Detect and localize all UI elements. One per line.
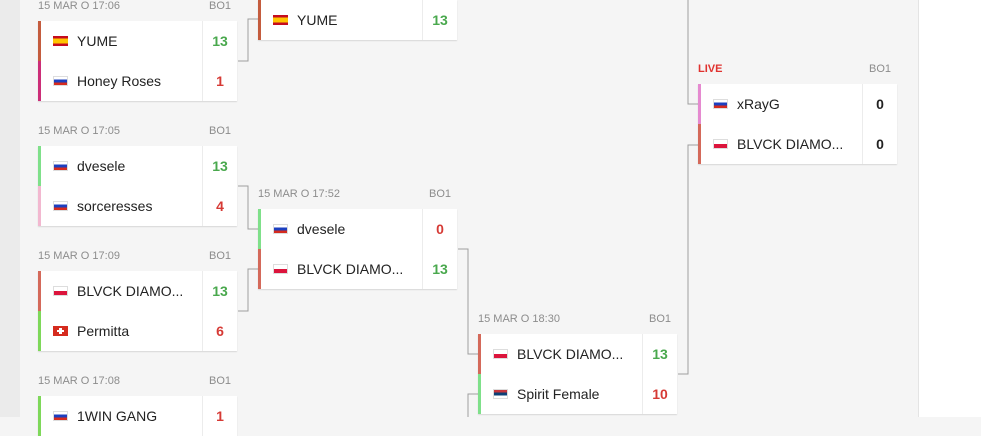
team-score: 1 [202,61,237,101]
team-name: YUME [77,33,118,49]
match-format: BO1 [428,188,451,200]
match-time: 15 MAR O 18:30 [478,313,560,325]
russia-flag-icon [53,201,68,211]
team-score: 13 [202,271,237,311]
team-row[interactable]: BLVCK DIAMO... 13 [478,334,677,374]
russia-flag-icon [273,224,288,234]
team-color-bar [478,374,481,414]
team-color-bar [38,61,41,101]
team-color-bar [478,334,481,374]
team-row[interactable]: sorceresses 4 [38,186,237,226]
team-name: sorceresses [77,198,153,214]
left-sidebar-strip [0,0,20,417]
team-row[interactable]: YUME 13 [38,21,237,61]
match-format: BO1 [208,250,231,262]
team-row[interactable]: Permitta 6 [38,311,237,351]
match-header: 15 MAR O 17:05 BO1 [38,125,231,137]
team-row[interactable]: dvesele 0 [258,209,457,249]
team-row[interactable]: xRayG 0 [698,84,897,124]
team-color-bar [698,124,701,164]
team-row[interactable]: BLVCK DIAMO... 13 [38,271,237,311]
team-name: BLVCK DIAMO... [517,346,624,362]
team-name: xRayG [737,96,780,112]
team-color-bar [698,84,701,124]
team-color-bar [38,186,41,226]
team-name: Spirit Female [517,386,600,402]
match-format: BO1 [868,63,891,75]
team-name: Honey Roses [77,73,162,89]
serbia-flag-icon [493,389,508,399]
right-panel [918,0,981,417]
match-time: 15 MAR O 17:05 [38,125,120,137]
team-row[interactable]: dvesele 13 [38,146,237,186]
poland-flag-icon [53,286,68,296]
team-color-bar [258,209,261,249]
team-score: 6 [202,311,237,351]
team-name: BLVCK DIAMO... [737,136,844,152]
poland-flag-icon [273,264,288,274]
switzerland-flag-icon [53,326,68,336]
match-header: 15 MAR O 17:08 BO1 [38,375,231,387]
match-header: 15 MAR O 17:09 BO1 [38,250,231,262]
match-header: LIVE BO1 [698,63,891,75]
team-name: BLVCK DIAMO... [77,283,184,299]
team-row[interactable]: Honey Roses 1 [38,61,237,101]
team-score: 1 [202,396,237,436]
match-format: BO1 [208,125,231,137]
team-color-bar [38,146,41,186]
team-name: 1WIN GANG [77,408,158,424]
match-time: 15 MAR O 17:08 [38,375,120,387]
match-header: 15 MAR O 18:30 BO1 [478,313,671,325]
team-color-bar [258,249,261,289]
russia-flag-icon [53,411,68,421]
team-score: 0 [862,84,897,124]
team-row[interactable]: BLVCK DIAMO... 0 [698,124,897,164]
team-row[interactable]: BLVCK DIAMO... 13 [258,249,457,289]
match-format: BO1 [208,0,231,12]
poland-flag-icon [493,349,508,359]
team-color-bar [258,0,261,40]
team-score: 13 [202,21,237,61]
team-color-bar [38,271,41,311]
spain-flag-icon [53,36,68,46]
team-score: 0 [862,124,897,164]
team-row[interactable]: Spirit Female 10 [478,374,677,414]
team-score: 13 [642,334,677,374]
russia-flag-icon [53,76,68,86]
team-name: dvesele [297,221,346,237]
spain-flag-icon [273,15,288,25]
team-name: Permitta [77,323,130,339]
live-badge: LIVE [698,63,723,75]
team-row[interactable]: YUME 13 [258,0,457,40]
team-score: 13 [422,0,457,40]
team-score: 4 [202,186,237,226]
team-score: 13 [422,249,457,289]
poland-flag-icon [713,139,728,149]
team-color-bar [38,396,41,436]
match-time: 15 MAR O 17:09 [38,250,120,262]
team-score: 10 [642,374,677,414]
team-name: BLVCK DIAMO... [297,261,404,277]
russia-flag-icon [713,99,728,109]
russia-flag-icon [53,161,68,171]
team-color-bar [38,21,41,61]
team-row[interactable]: 1WIN GANG 1 [38,396,237,436]
team-score: 0 [422,209,457,249]
match-header: 15 MAR O 17:06 BO1 [38,0,231,12]
match-format: BO1 [648,313,671,325]
match-time: 15 MAR O 17:52 [258,188,340,200]
match-format: BO1 [208,375,231,387]
team-name: dvesele [77,158,126,174]
team-score: 13 [202,146,237,186]
team-name: YUME [297,12,338,28]
match-header: 15 MAR O 17:52 BO1 [258,188,451,200]
team-color-bar [38,311,41,351]
match-time: 15 MAR O 17:06 [38,0,120,12]
